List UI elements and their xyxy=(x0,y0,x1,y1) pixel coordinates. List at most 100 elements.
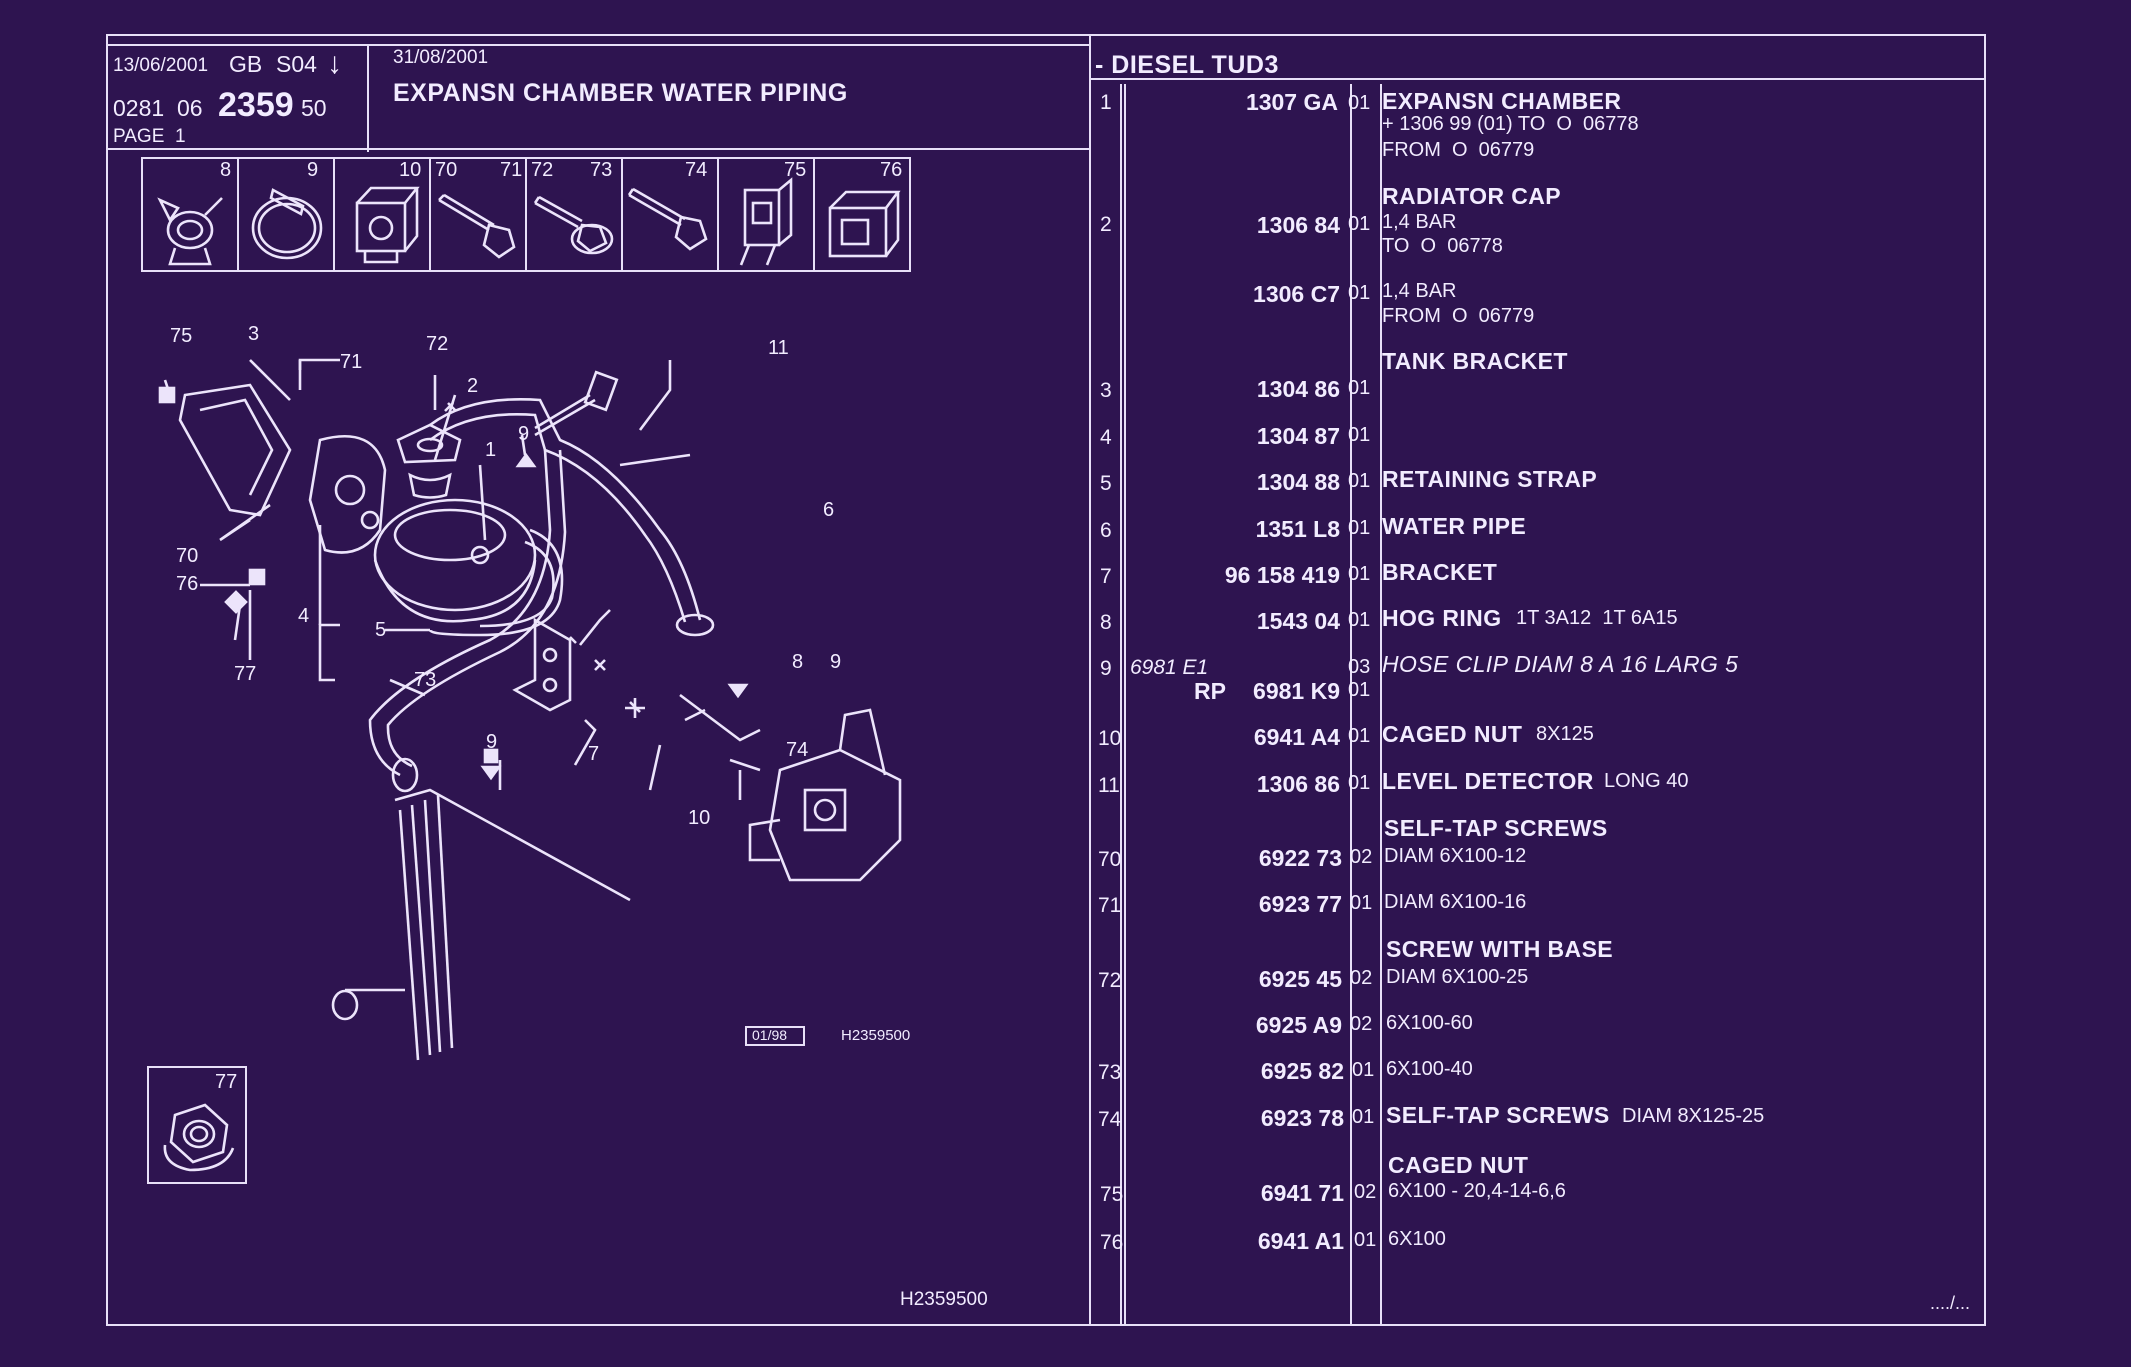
screw-with-base-icon xyxy=(533,195,614,255)
row-2b-ref: 1306 C7 xyxy=(1253,281,1340,307)
row-8-qty: 01 xyxy=(1348,609,1371,631)
row-74-qty: 01 xyxy=(1352,1106,1375,1128)
row-71-num: 71 xyxy=(1098,894,1122,917)
row-71-note: DIAM 6X100-16 xyxy=(1384,891,1527,913)
page-title: EXPANSN CHAMBER WATER PIPING xyxy=(393,79,848,107)
mounting-housing-part xyxy=(308,435,387,554)
col-sep-4 xyxy=(1380,84,1382,1324)
row-7-desc: BRACKET xyxy=(1382,559,1498,585)
callout-73: 73 xyxy=(414,669,437,691)
row-7-ref: 96 158 419 xyxy=(1224,562,1340,588)
row-7-num: 7 xyxy=(1100,565,1112,588)
row-1-ref: 1307 GA xyxy=(1245,89,1338,115)
row-2-note-2: TO O 06778 xyxy=(1382,235,1503,257)
callout-70: 70 xyxy=(176,545,199,567)
callout-7: 7 xyxy=(588,743,600,765)
callout-1: 1 xyxy=(485,439,497,461)
tank-bracket-part xyxy=(178,383,292,517)
row-1-desc: EXPANSN CHAMBER xyxy=(1382,88,1622,114)
section-screw-with-base: SCREW WITH BASE xyxy=(1386,936,1614,962)
header-bottom-right xyxy=(1090,78,1986,80)
row-3-ref: 1304 86 xyxy=(1256,376,1340,402)
hose-clip-icon xyxy=(157,197,223,266)
col-sep-2 xyxy=(1124,84,1126,1324)
row-11-desc: LEVEL DETECTOR xyxy=(1382,768,1594,794)
callout-10: 10 xyxy=(688,807,711,829)
radiator-cap-part xyxy=(396,423,462,464)
row-5-qty: 01 xyxy=(1348,470,1371,492)
row-9-qty: 03 xyxy=(1348,656,1371,678)
row-70-ref: 6922 73 xyxy=(1258,845,1342,871)
ref-suffix: 50 xyxy=(301,95,327,121)
row-4-ref: 1304 87 xyxy=(1256,423,1340,449)
row-70-num: 70 xyxy=(1098,848,1122,871)
callout-9b: 9 xyxy=(830,651,842,673)
callout-74: 74 xyxy=(786,739,809,761)
parts-sheet xyxy=(106,34,1986,1326)
row-9-rp: RP xyxy=(1194,678,1226,704)
down-arrow-icon: ↓ xyxy=(327,47,342,80)
section-tank-bracket: TANK BRACKET xyxy=(1382,348,1568,374)
thumb-num-9: 9 xyxy=(307,159,319,181)
row-71-ref: 6923 77 xyxy=(1258,891,1342,917)
water-pipe-part xyxy=(429,398,702,621)
col-sep-1 xyxy=(1120,84,1122,1324)
page-label: PAGE 1 xyxy=(113,126,186,147)
market-code: GB xyxy=(229,51,263,77)
callout-77: 77 xyxy=(234,663,257,685)
row-9-desc: HOSE CLIP DIAM 8 A 16 LARG 5 xyxy=(1382,651,1739,677)
row-76-num: 76 xyxy=(1100,1231,1124,1254)
row-8-extra: 1T 3A12 1T 6A15 xyxy=(1516,607,1678,629)
row-2-num: 2 xyxy=(1100,213,1112,236)
row-7-qty: 01 xyxy=(1348,563,1371,585)
row-3-num: 3 xyxy=(1100,379,1112,402)
row-2-qty: 01 xyxy=(1348,213,1371,235)
row-75-num: 75 xyxy=(1100,1183,1124,1206)
row-1-note-1: + 1306 99 (01) TO O 06778 xyxy=(1382,113,1639,135)
row-2-ref: 1306 84 xyxy=(1256,212,1340,238)
row-6-ref: 1351 L8 xyxy=(1255,516,1340,542)
row-76-ref: 6941 A1 xyxy=(1257,1228,1344,1254)
caged-nut-icon xyxy=(355,186,420,264)
row-6-desc: WATER PIPE xyxy=(1382,513,1527,539)
row-9-alt-ref: 6981 E1 xyxy=(1130,656,1209,679)
thumb-num-72: 72 xyxy=(531,159,554,181)
inset-77 xyxy=(147,1066,247,1184)
callout-6: 6 xyxy=(823,499,835,521)
row-72b-ref: 6925 A9 xyxy=(1255,1012,1342,1038)
caged-nut-clip-icon xyxy=(739,177,793,266)
row-2b-note-2: FROM O 06779 xyxy=(1382,305,1535,327)
callout-5: 5 xyxy=(375,619,387,641)
engine-heading: - DIESEL TUD3 xyxy=(1095,51,1279,79)
row-4-qty: 01 xyxy=(1348,424,1371,446)
row-72b-note: 6X100-60 xyxy=(1386,1012,1473,1034)
callout-76: 76 xyxy=(176,573,199,595)
row-2b-note-1: 1,4 BAR xyxy=(1382,280,1457,302)
row-10-qty: 01 xyxy=(1348,725,1371,747)
row-9b-ref: 6981 K9 xyxy=(1253,678,1340,704)
diagram-code: H2359500 xyxy=(841,1027,911,1044)
row-72-ref: 6925 45 xyxy=(1258,966,1342,992)
thumb-num-71: 71 xyxy=(500,159,523,181)
row-76-note: 6X100 xyxy=(1388,1228,1446,1250)
row-72b-qty: 02 xyxy=(1350,1013,1373,1035)
inset-num: 77 xyxy=(215,1071,238,1093)
row-2-note-1: 1,4 BAR xyxy=(1382,211,1457,233)
row-9-num: 9 xyxy=(1100,657,1112,680)
callout-2: 2 xyxy=(467,375,479,397)
row-75-ref: 6941 71 xyxy=(1260,1180,1344,1206)
row-74-num: 74 xyxy=(1098,1108,1122,1131)
callout-9c: 9 xyxy=(486,731,498,753)
second-date: 31/08/2001 xyxy=(393,47,489,68)
row-75-note: 6X100 - 20,4-14-6,6 xyxy=(1388,1180,1566,1202)
section-self-tap-screws: SELF-TAP SCREWS xyxy=(1384,815,1608,841)
caged-nut-block-icon xyxy=(828,190,901,258)
row-75-qty: 02 xyxy=(1354,1181,1377,1203)
self-tap-screw-icon xyxy=(438,193,516,259)
row-5-ref: 1304 88 xyxy=(1256,469,1340,495)
issue-date: 13/06/2001 xyxy=(113,55,209,76)
row-9b-qty: 01 xyxy=(1348,679,1371,701)
row-5-desc: RETAINING STRAP xyxy=(1382,466,1598,492)
col-sep-3 xyxy=(1350,84,1352,1324)
row-10-desc: CAGED NUT xyxy=(1382,721,1523,747)
